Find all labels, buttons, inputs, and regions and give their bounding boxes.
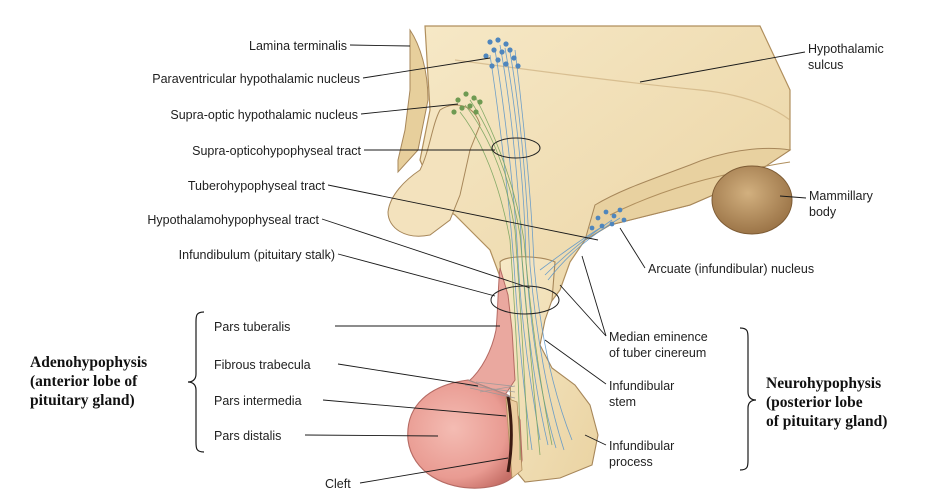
- label-hypothalamohypophyseal-tract: Hypothalamohypophyseal tract: [147, 213, 319, 227]
- label-infundibular-process-2: process: [609, 455, 653, 469]
- lamina-terminalis-shape: [397, 28, 429, 174]
- fibrous-trabecula-shape: [464, 379, 516, 399]
- floor-fold: [609, 161, 791, 216]
- label-median-eminence-1: Median eminence: [609, 330, 708, 344]
- group-neurohypophysis-3: of pituitary gland): [766, 413, 887, 430]
- label-mammillary-body-2: body: [809, 205, 837, 219]
- label-infundibular-stem-1: Infundibular: [609, 379, 674, 393]
- label-lamina-terminalis: Lamina terminalis: [249, 39, 347, 53]
- label-arcuate-nucleus: Arcuate (infundibular) nucleus: [648, 262, 814, 276]
- label-paraventricular-nucleus: Paraventricular hypothalamic nucleus: [152, 72, 360, 86]
- label-hypothalamic-sulcus-1: Hypothalamic: [808, 42, 884, 56]
- neurohypophysis-brace: [739, 327, 757, 471]
- label-tuberohypophyseal-tract: Tuberohypophyseal tract: [188, 179, 326, 193]
- group-adenohypophysis-3: pituitary gland): [30, 392, 135, 409]
- label-hypothalamic-sulcus-2: sulcus: [808, 58, 843, 72]
- label-pars-tuberalis: Pars tuberalis: [214, 320, 290, 334]
- nerve-fibres-green: [459, 95, 553, 461]
- sulcus-line: [454, 59, 791, 121]
- label-supra-optic-nucleus: Supra-optic hypothalamic nucleus: [170, 108, 358, 122]
- group-neurohypophysis-1: Neurohypophysis: [766, 375, 881, 392]
- label-infundibulum: Infundibulum (pituitary stalk): [179, 248, 335, 262]
- label-fibrous-trabecula: Fibrous trabecula: [214, 358, 311, 372]
- arcuate-neurons: [589, 207, 627, 231]
- label-pars-intermedia: Pars intermedia: [214, 394, 302, 408]
- mammillary-body-shape: [711, 165, 793, 235]
- adenohypophysis-brace: [187, 311, 205, 453]
- supra-optic-tract-ring: [491, 137, 541, 159]
- cleft-shape: [506, 395, 513, 473]
- label-pars-distalis: Pars distalis: [214, 429, 281, 443]
- paraventricular-neurons: [483, 37, 521, 69]
- supra-optic-neurons: [451, 91, 483, 115]
- group-neurohypophysis-2: (posterior lobe: [766, 394, 863, 411]
- label-infundibular-process-1: Infundibular: [609, 439, 674, 453]
- optic-chiasm: [387, 104, 481, 237]
- label-infundibular-stem-2: stem: [609, 395, 636, 409]
- label-mammillary-body-1: Mammillary: [809, 189, 874, 203]
- group-adenohypophysis-1: Adenohypophysis: [30, 354, 147, 371]
- label-median-eminence-2: of tuber cinereum: [609, 346, 706, 360]
- group-adenohypophysis-2: (anterior lobe of: [30, 373, 138, 390]
- label-cleft: Cleft: [325, 477, 351, 491]
- leader-lines: [304, 44, 807, 484]
- label-supra-optic-tract: Supra-opticohypophyseal tract: [192, 144, 361, 158]
